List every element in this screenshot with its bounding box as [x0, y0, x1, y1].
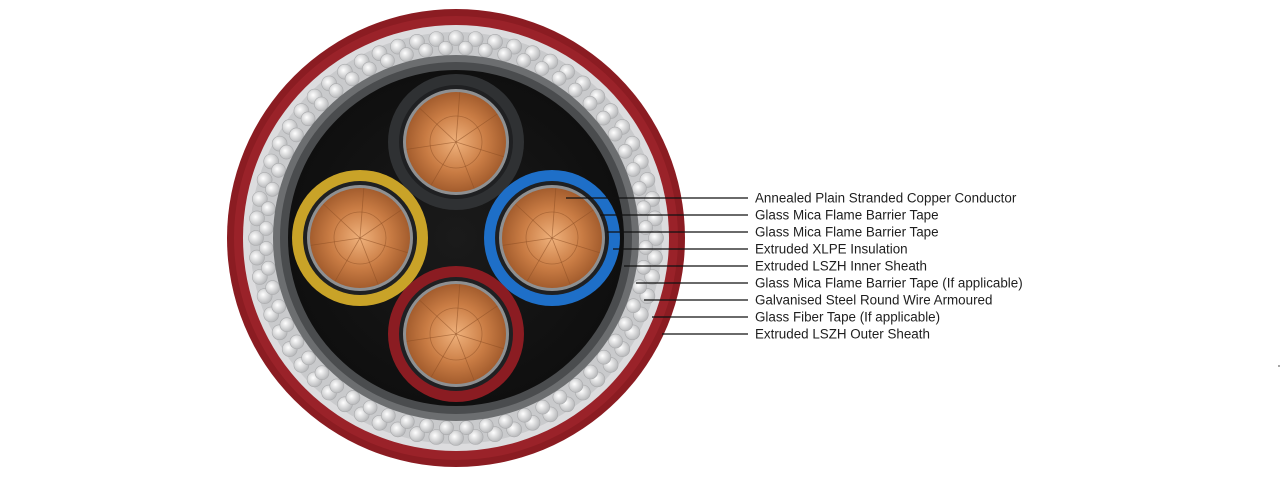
inner-sheath	[288, 70, 624, 406]
core-left	[292, 170, 428, 306]
armour-wire	[313, 96, 329, 112]
armour-wire	[329, 378, 345, 394]
armour-wire	[344, 71, 360, 87]
cores-group	[292, 74, 620, 402]
armour-wire	[596, 110, 611, 126]
armour-wire	[644, 269, 661, 285]
layer-label: Extruded LSZH Inner Sheath	[755, 259, 927, 274]
armour-wire	[362, 400, 378, 415]
armour-wire	[636, 259, 652, 275]
armour-wire	[345, 390, 361, 405]
armour-wire	[458, 40, 473, 56]
armour-wire	[618, 316, 633, 332]
leader-lines	[566, 197, 748, 335]
armour-wire	[361, 61, 377, 77]
armour-wire	[409, 426, 425, 443]
armour-wire	[459, 420, 474, 436]
armour-wire	[260, 201, 276, 216]
armour-wire	[289, 127, 304, 143]
core-bottom	[388, 266, 524, 402]
armour-wire	[498, 414, 513, 429]
stray-dot	[1278, 365, 1280, 367]
armour-wire	[551, 71, 567, 86]
armour-wire	[380, 408, 396, 423]
armour-wire	[249, 210, 265, 227]
armour-wire	[399, 414, 415, 429]
armour-wire	[265, 280, 280, 295]
armour-wire	[271, 163, 286, 178]
cable-body	[227, 9, 685, 467]
armour-wire	[552, 389, 568, 405]
layer-label: Extruded XLPE Insulation	[755, 242, 908, 257]
layer-label: Glass Fiber Tape (If applicable)	[755, 310, 940, 325]
layer-label: Extruded LSZH Outer Sheath	[755, 327, 930, 342]
armour-wire	[467, 429, 484, 445]
conductor-strands	[406, 92, 504, 189]
layer-label: Galvanised Steel Round Wire Armoured	[755, 293, 992, 308]
armour-wire	[428, 429, 445, 445]
armour-wire	[535, 399, 551, 415]
armour-wire	[497, 47, 513, 62]
armour-wire	[301, 350, 316, 366]
armour-wire	[399, 47, 414, 62]
core-right	[484, 170, 620, 306]
labels-group: Annealed Plain Stranded Copper Conductor…	[755, 191, 1023, 342]
conductor-strands	[502, 188, 600, 285]
armour-wire	[626, 298, 641, 314]
armour-wire	[448, 430, 464, 446]
layer-label: Glass Mica Flame Barrier Tape	[755, 225, 939, 240]
armour-wire	[516, 53, 532, 68]
armour-wire	[567, 82, 583, 98]
armour-wire	[251, 191, 268, 207]
armour-wire	[608, 333, 623, 349]
armour-wire	[517, 407, 532, 423]
armour-wire	[289, 334, 305, 350]
armour-wire	[534, 61, 550, 76]
armour-wire	[428, 31, 445, 47]
armour-wire	[648, 230, 664, 246]
armour-wire	[328, 83, 344, 98]
armour-wire	[380, 53, 395, 69]
armour-wire	[265, 182, 280, 197]
armour-wire	[596, 349, 612, 365]
armour-wire	[418, 43, 434, 58]
armour-wire	[568, 378, 584, 393]
armour-wire	[478, 418, 494, 433]
armour-wire	[279, 144, 294, 160]
armour-wire	[638, 240, 654, 255]
armour-wire	[279, 317, 295, 333]
armour-wire	[477, 42, 493, 58]
armour-wire	[617, 144, 633, 159]
armour-wire	[448, 30, 464, 46]
layer-label: Glass Mica Flame Barrier Tape	[755, 208, 939, 223]
armour-wire	[314, 365, 330, 381]
armour-wire	[625, 162, 641, 177]
conductor-strands	[310, 188, 408, 285]
armour-wire	[438, 40, 453, 56]
armour-wire	[607, 126, 623, 142]
layer-label: Annealed Plain Stranded Copper Conductor	[755, 191, 1017, 206]
armour-wire	[249, 249, 265, 266]
armour-wire	[636, 200, 651, 216]
armour-wire	[487, 33, 503, 50]
armour-wire	[258, 221, 274, 236]
armour-wire	[583, 364, 599, 380]
armour-wire	[647, 249, 663, 266]
armour-wires	[248, 30, 664, 446]
armour-wire	[419, 418, 435, 434]
layer-label: Glass Mica Flame Barrier Tape (If applic…	[755, 276, 1023, 291]
core-top	[388, 74, 524, 210]
armour-wire	[632, 181, 647, 196]
armour-wire	[258, 241, 274, 256]
armour-wire	[271, 299, 287, 314]
armour-wire	[439, 420, 454, 436]
armour-wire	[467, 31, 484, 47]
conductor-strands	[406, 284, 504, 381]
armour-wire	[261, 260, 276, 276]
armour-wire	[300, 111, 316, 127]
armour-wire	[632, 279, 647, 295]
armour-wire	[248, 230, 264, 246]
armour-wire	[582, 96, 598, 111]
